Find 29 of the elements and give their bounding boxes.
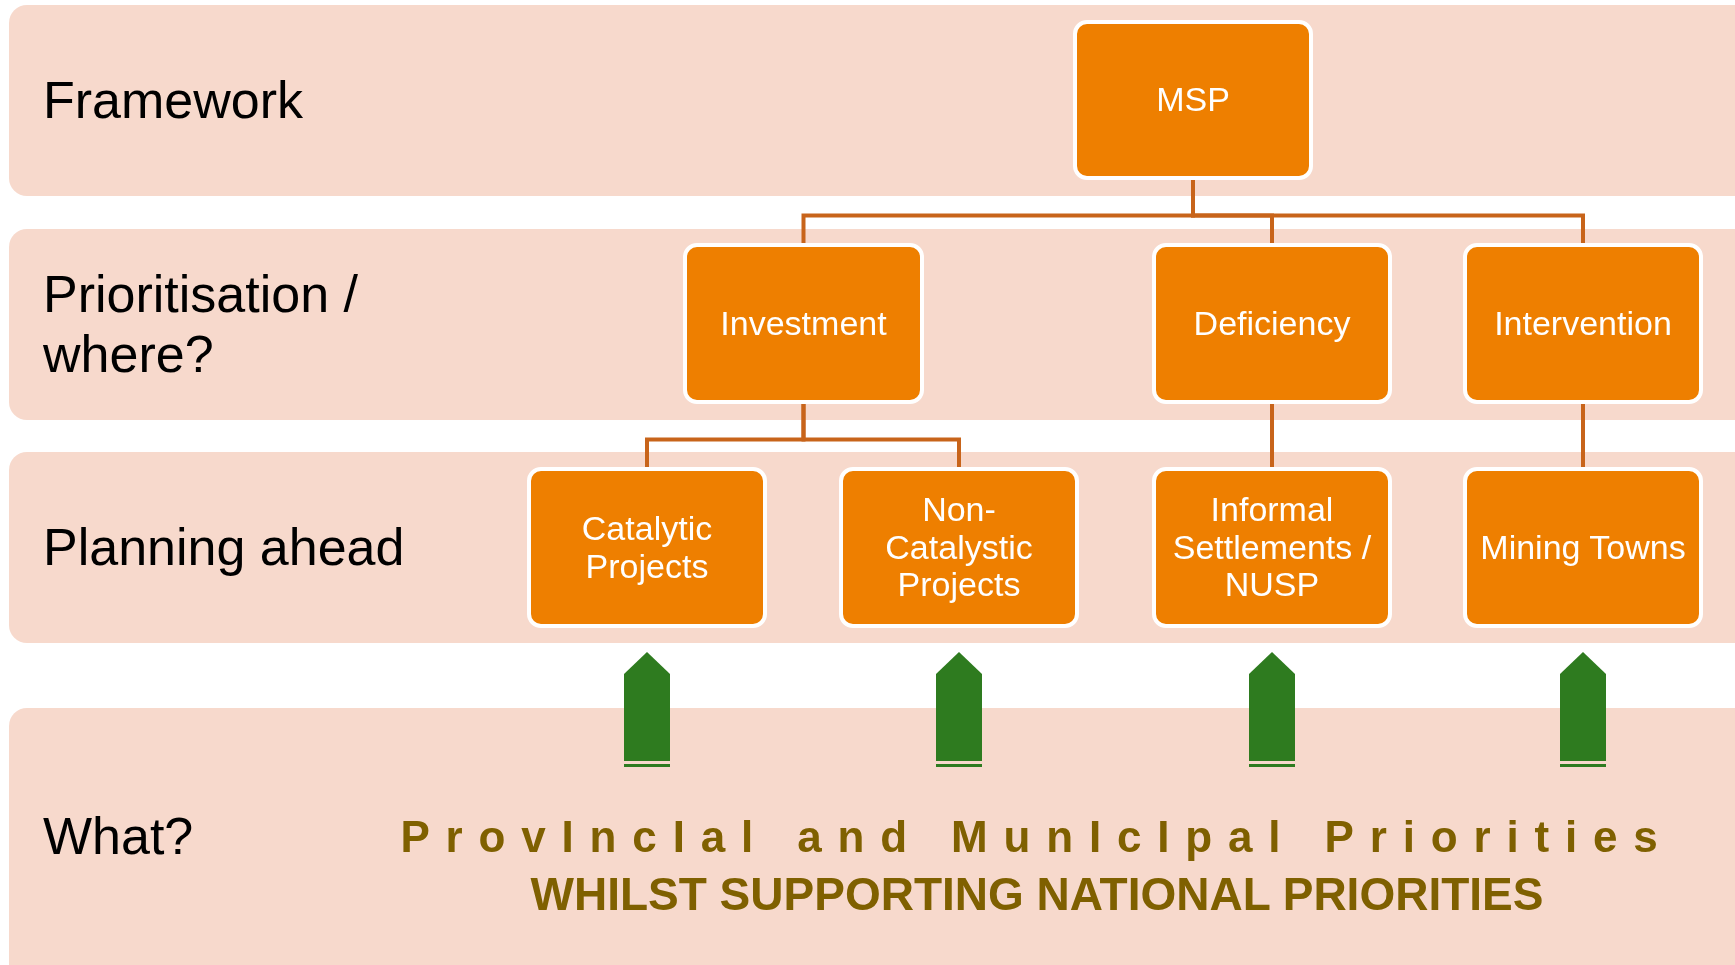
row-band xyxy=(9,5,1735,196)
org-chart-box xyxy=(527,467,767,628)
box-label: Non-Catalystic Projects xyxy=(884,491,1034,604)
row-band xyxy=(9,452,1735,643)
org-chart-box xyxy=(1463,243,1703,404)
box-label: Deficiency xyxy=(1193,304,1351,343)
priorities-subtext: WHILST SUPPORTING NATIONAL PRIORITIES xyxy=(530,867,1544,923)
org-chart-box xyxy=(683,243,924,404)
org-chart-box xyxy=(1152,467,1392,628)
connector-line xyxy=(1581,404,1585,467)
box-label: Intervention xyxy=(1494,304,1672,343)
box-label: Informal Settlements / NUSP xyxy=(1171,491,1373,604)
org-chart-box xyxy=(1073,20,1313,180)
box-label: Investment xyxy=(720,304,887,343)
org-chart-box xyxy=(839,467,1079,628)
box-label: Mining Towns xyxy=(1480,528,1686,567)
row-heading: Planning ahead xyxy=(43,517,405,578)
row-band xyxy=(9,708,1735,965)
row-heading: Framework xyxy=(43,70,304,131)
row-heading: Prioritisation / where? xyxy=(43,264,359,385)
connector-line xyxy=(801,404,961,467)
priorities-text: ProvIncIal and MunIcIpal Priorities xyxy=(400,811,1674,863)
row-band xyxy=(9,229,1735,420)
org-chart-box xyxy=(1463,467,1703,628)
box-label: MSP xyxy=(1156,81,1230,119)
org-chart-box xyxy=(1152,243,1392,404)
row-heading: What? xyxy=(43,806,194,867)
connector-line xyxy=(1270,404,1274,467)
box-label: Catalytic Projects xyxy=(580,510,714,585)
